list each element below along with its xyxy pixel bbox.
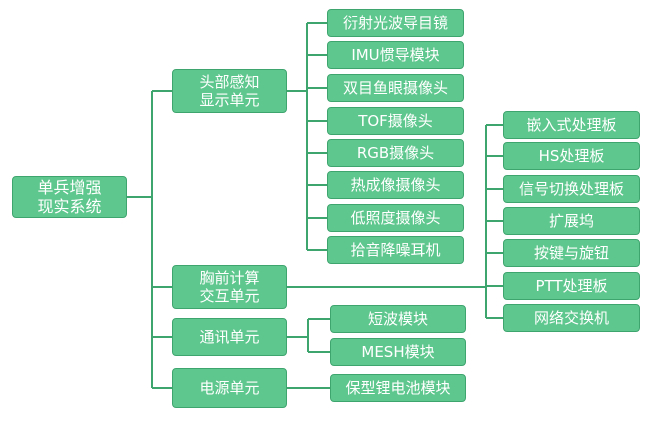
module-embedded-processing-board: 嵌入式处理板: [503, 111, 640, 139]
module-thermal-camera: 热成像摄像头: [327, 171, 464, 199]
root-node: 单兵增强 现实系统: [12, 176, 127, 218]
module-binocular-fisheye-camera: 双目鱼眼摄像头: [327, 74, 464, 102]
module-shortwave: 短波模块: [330, 305, 466, 333]
module-hs-processing-board: HS处理板: [503, 142, 640, 170]
module-ptt-processing-board: PTT处理板: [503, 272, 640, 300]
unit-chest-compute-interaction: 胸前计算 交互单元: [172, 265, 287, 309]
module-conformal-lithium-battery: 保型锂电池模块: [330, 374, 466, 402]
unit-head-perception-display: 头部感知 显示单元: [172, 69, 287, 113]
module-rgb-camera: RGB摄像头: [327, 139, 464, 167]
module-docking-station: 扩展坞: [503, 207, 640, 235]
module-low-light-camera: 低照度摄像头: [327, 204, 464, 232]
module-noise-cancel-headset: 拾音降噪耳机: [327, 236, 464, 264]
module-mesh: MESH模块: [330, 338, 466, 366]
module-imu-inertial-nav: IMU惯导模块: [327, 41, 464, 69]
module-network-switch: 网络交换机: [503, 304, 640, 332]
module-diffractive-waveguide-eyepiece: 衍射光波导目镜: [327, 9, 464, 37]
module-signal-switch-board: 信号切换处理板: [503, 175, 640, 203]
unit-communication: 通讯单元: [172, 318, 287, 356]
unit-power: 电源单元: [172, 368, 287, 408]
module-tof-camera: TOF摄像头: [327, 107, 464, 135]
module-buttons-and-knob: 按键与旋钮: [503, 239, 640, 267]
